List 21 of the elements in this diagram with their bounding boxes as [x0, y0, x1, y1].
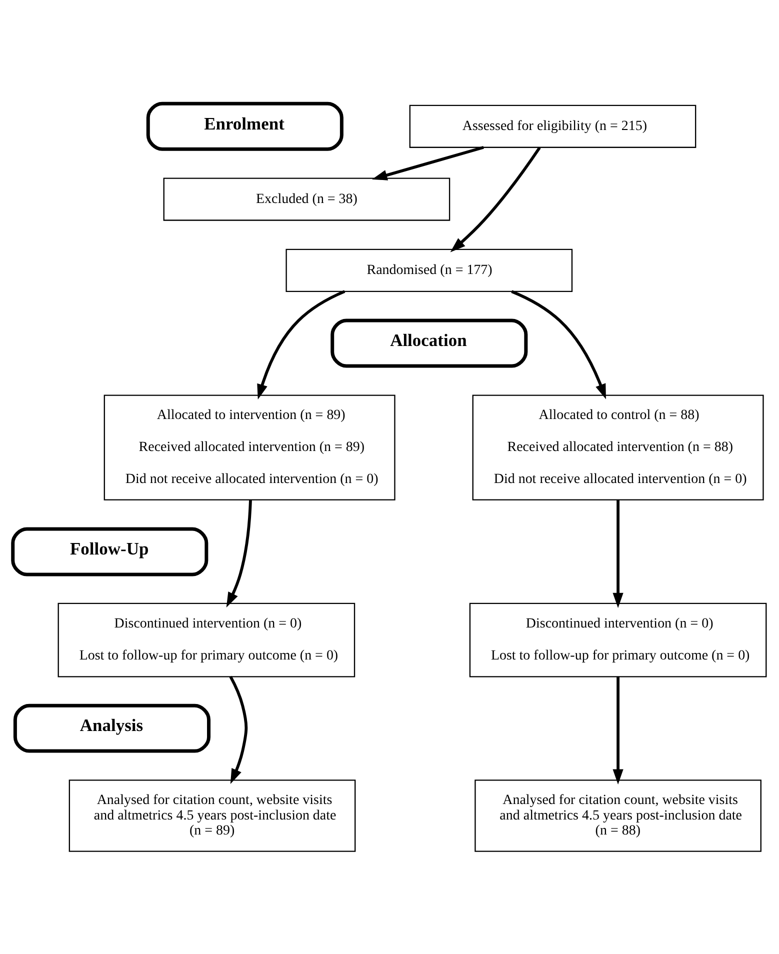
arrow [450, 146, 541, 252]
node-box: Assessed for eligibility (n = 215) [409, 104, 696, 148]
node-box: Discontinued intervention (n = 0) Lost to follow-up for primary outcome (n = 0) [58, 602, 356, 677]
node-box: Allocated to intervention (n = 89) Received allocated intervention (n = 89) Did not receive allocated intervention (n = 0) [104, 394, 396, 500]
arrow [612, 500, 624, 608]
node-box: Analysis [13, 703, 210, 752]
node-box: Randomised (n = 177) [286, 248, 573, 292]
node-box: Allocated to control (n = 88) Received allocated intervention (n = 88) Did not receive allocated intervention (n = 0) [472, 394, 764, 500]
node-box: Analysed for citation count, website visits and altmetrics 4.5 years post-inclusion date (n = 88) [474, 779, 762, 852]
arrow [372, 146, 484, 180]
arrow [226, 499, 252, 608]
arrow [257, 290, 346, 399]
node-box: Discontinued intervention (n = 0) Lost to follow-up for primary outcome (n = 0) [469, 602, 767, 677]
node-box: Allocation [330, 318, 528, 368]
node-box: Excluded (n = 38) [163, 177, 450, 220]
node-box: Enrolment [146, 101, 344, 150]
node-box: Analysed for citation count, website visits and altmetrics 4.5 years post-inclusion date (n = 89) [68, 779, 356, 852]
node-box: Follow-Up [11, 526, 208, 576]
arrow [229, 675, 248, 784]
arrow [612, 676, 624, 784]
arrow [511, 290, 606, 399]
